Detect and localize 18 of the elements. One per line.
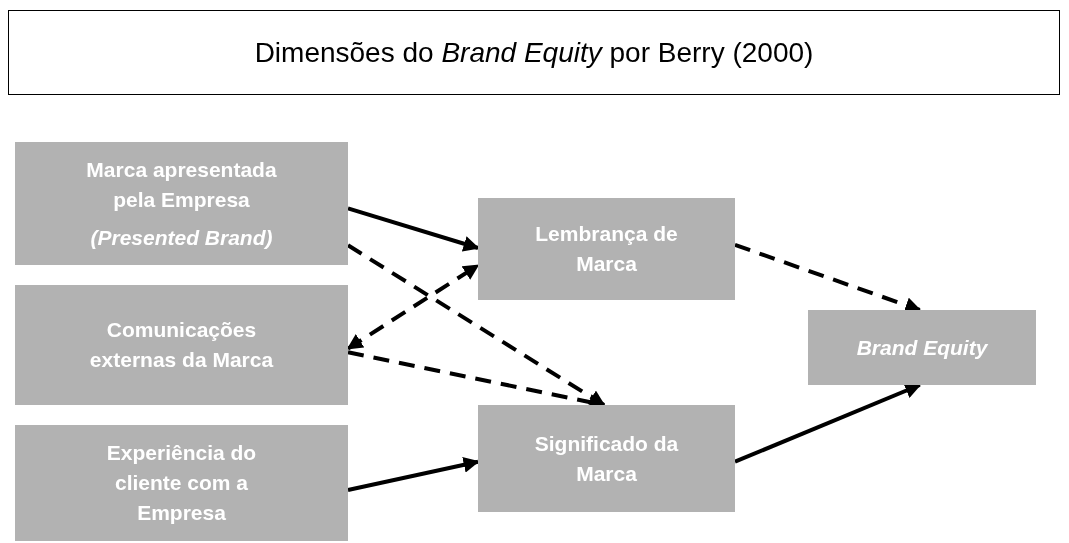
arrow [734,383,922,464]
process-box [808,310,1036,385]
arrow [347,456,480,492]
box-label: Lembrança de Marca [534,221,679,277]
process-box [15,142,348,265]
process-box [478,198,735,300]
arrow [347,206,480,252]
arrow [734,243,922,313]
title: Dimensões do Brand Equity por Berry (2000) [254,35,814,70]
process-box [15,425,348,541]
process-box [478,405,735,512]
process-box [15,285,348,405]
box-label: Brand Equity [856,334,988,361]
box-label: Experiência do cliente com a Empresa [105,440,258,526]
box-label: Significado da Marca [533,430,680,487]
box-label: (Presented Brand) [90,224,273,251]
box-label: Comunicações externas da Marca [88,317,275,373]
box-label: Marca apresentada pela Empresa [85,156,278,213]
